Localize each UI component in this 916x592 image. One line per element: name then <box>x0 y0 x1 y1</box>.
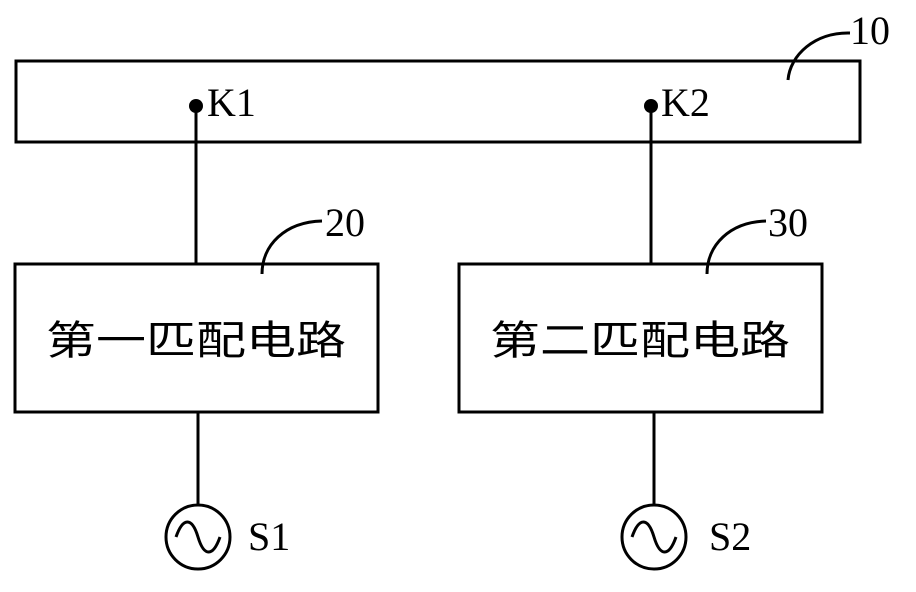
module-leader-line <box>786 31 851 81</box>
circuit-30-ref-label: 30 <box>768 200 808 245</box>
module-ref-label: 10 <box>850 8 890 53</box>
circuit-30-leader-line <box>705 219 767 275</box>
module-block <box>14 59 862 144</box>
port-k2-label: K2 <box>661 80 710 125</box>
second-matching-circuit-box <box>457 262 824 414</box>
first-matching-circuit-label: 第一匹配电路 <box>46 318 346 364</box>
circuit-20-ref-label: 20 <box>325 200 365 245</box>
port-k1-label: K1 <box>207 80 256 125</box>
ac-source-icon <box>620 503 688 571</box>
second-matching-circuit-label: 第二匹配电路 <box>490 318 790 364</box>
source-s1-label: S1 <box>248 514 290 559</box>
ac-source-icon <box>164 503 232 571</box>
source-s2-label: S2 <box>709 514 751 559</box>
circuit-20-leader-line <box>260 219 323 275</box>
